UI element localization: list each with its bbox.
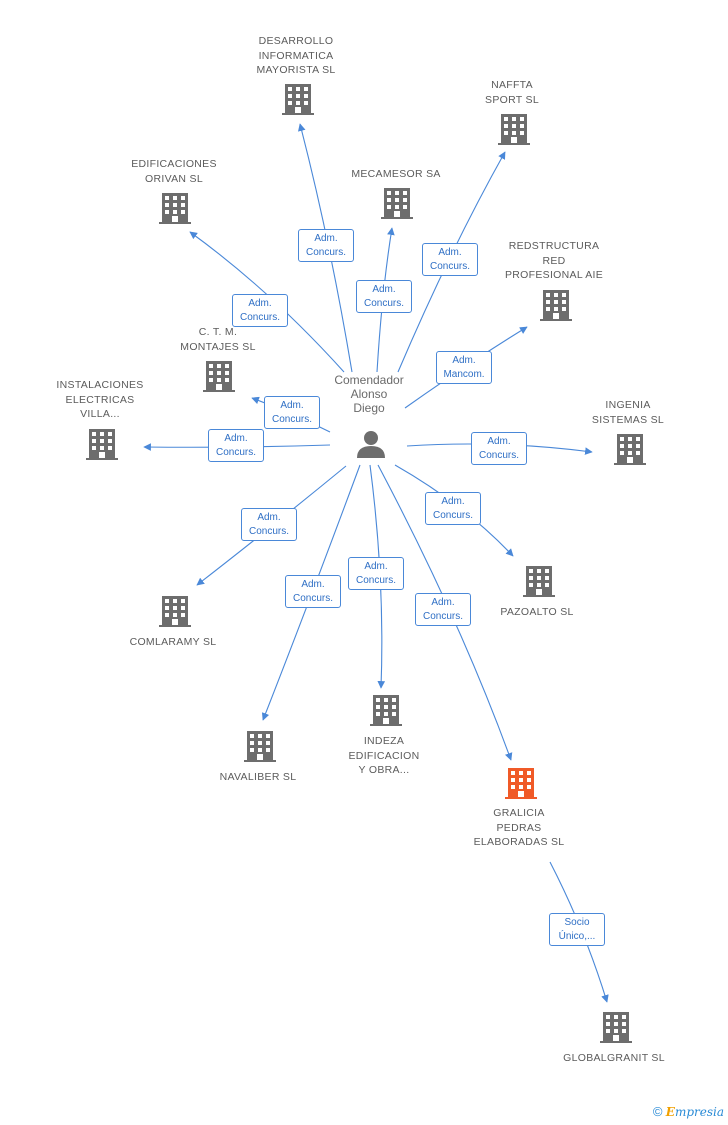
company-label-instalaciones[interactable]: INSTALACIONES ELECTRICAS VILLA... [56,379,144,420]
building-icon-naffta[interactable] [498,114,530,145]
relation-label-gralicia[interactable]: Adm. Concurs. [415,593,471,626]
relation-label-ctm[interactable]: Adm. Concurs. [264,396,320,429]
building-icon-ingenia[interactable] [614,434,646,465]
company-label-globalgranit[interactable]: GLOBALGRANIT SL [563,1052,665,1064]
relation-label-indeza[interactable]: Adm. Concurs. [348,557,404,590]
company-label-indeza[interactable]: INDEZA EDIFICACION Y OBRA... [348,735,420,776]
company-label-mecamesor[interactable]: MECAMESOR SA [351,168,441,180]
company-label-comlaramy[interactable]: COMLARAMY SL [129,636,217,648]
relation-label-comlaramy[interactable]: Adm. Concurs. [241,508,297,541]
relation-label-instalaciones[interactable]: Adm. Concurs. [208,429,264,462]
relation-label-mecamesor[interactable]: Adm. Concurs. [356,280,412,313]
company-label-gralicia[interactable]: GRALICIA PEDRAS ELABORADAS SL [473,807,565,848]
building-icon-globalgranit[interactable] [600,1012,632,1043]
building-icon-instalaciones[interactable] [86,429,118,460]
company-label-ctm[interactable]: C. T. M. MONTAJES SL [180,326,256,353]
company-label-pazoalto[interactable]: PAZOALTO SL [500,606,574,618]
company-label-redstructura[interactable]: REDSTRUCTURA RED PROFESIONAL AIE [504,240,604,281]
building-icon-comlaramy[interactable] [159,596,191,627]
person-icon[interactable] [357,431,385,458]
node-layer [86,84,646,1043]
copyright-icon: © [652,1104,663,1119]
relation-label-desarrollo[interactable]: Adm. Concurs. [298,229,354,262]
relation-label-pazoalto[interactable]: Adm. Concurs. [425,492,481,525]
company-label-ingenia[interactable]: INGENIA SISTEMAS SL [591,399,665,426]
building-icon-ctm[interactable] [203,361,235,392]
relation-label-redstructura[interactable]: Adm. Mancom. [436,351,492,384]
relation-label-globalgranit[interactable]: Socio Único,... [549,913,605,946]
relation-label-ingenia[interactable]: Adm. Concurs. [471,432,527,465]
company-label-naffta[interactable]: NAFFTA SPORT SL [485,79,539,106]
building-icon-pazoalto[interactable] [523,566,555,597]
brand-logo[interactable]: Empresia [665,1105,724,1119]
company-label-edificaciones[interactable]: EDIFICACIONES ORIVAN SL [131,158,217,185]
relation-label-edificaciones[interactable]: Adm. Concurs. [232,294,288,327]
building-icon-gralicia[interactable] [505,768,537,799]
building-icon-indeza[interactable] [370,695,402,726]
relation-label-navaliber[interactable]: Adm. Concurs. [285,575,341,608]
relation-label-naffta[interactable]: Adm. Concurs. [422,243,478,276]
building-icon-desarrollo[interactable] [282,84,314,115]
company-label-desarrollo[interactable]: DESARROLLO INFORMATICA MAYORISTA SL [256,35,336,76]
footer-brand: © Empresia [653,1104,724,1119]
building-icon-navaliber[interactable] [244,731,276,762]
company-label-navaliber[interactable]: NAVALIBER SL [219,771,297,783]
building-icon-redstructura[interactable] [540,290,572,321]
building-icon-edificaciones[interactable] [159,193,191,224]
person-name[interactable]: Comendador Alonso Diego [334,373,404,415]
building-icon-mecamesor[interactable] [381,188,413,219]
